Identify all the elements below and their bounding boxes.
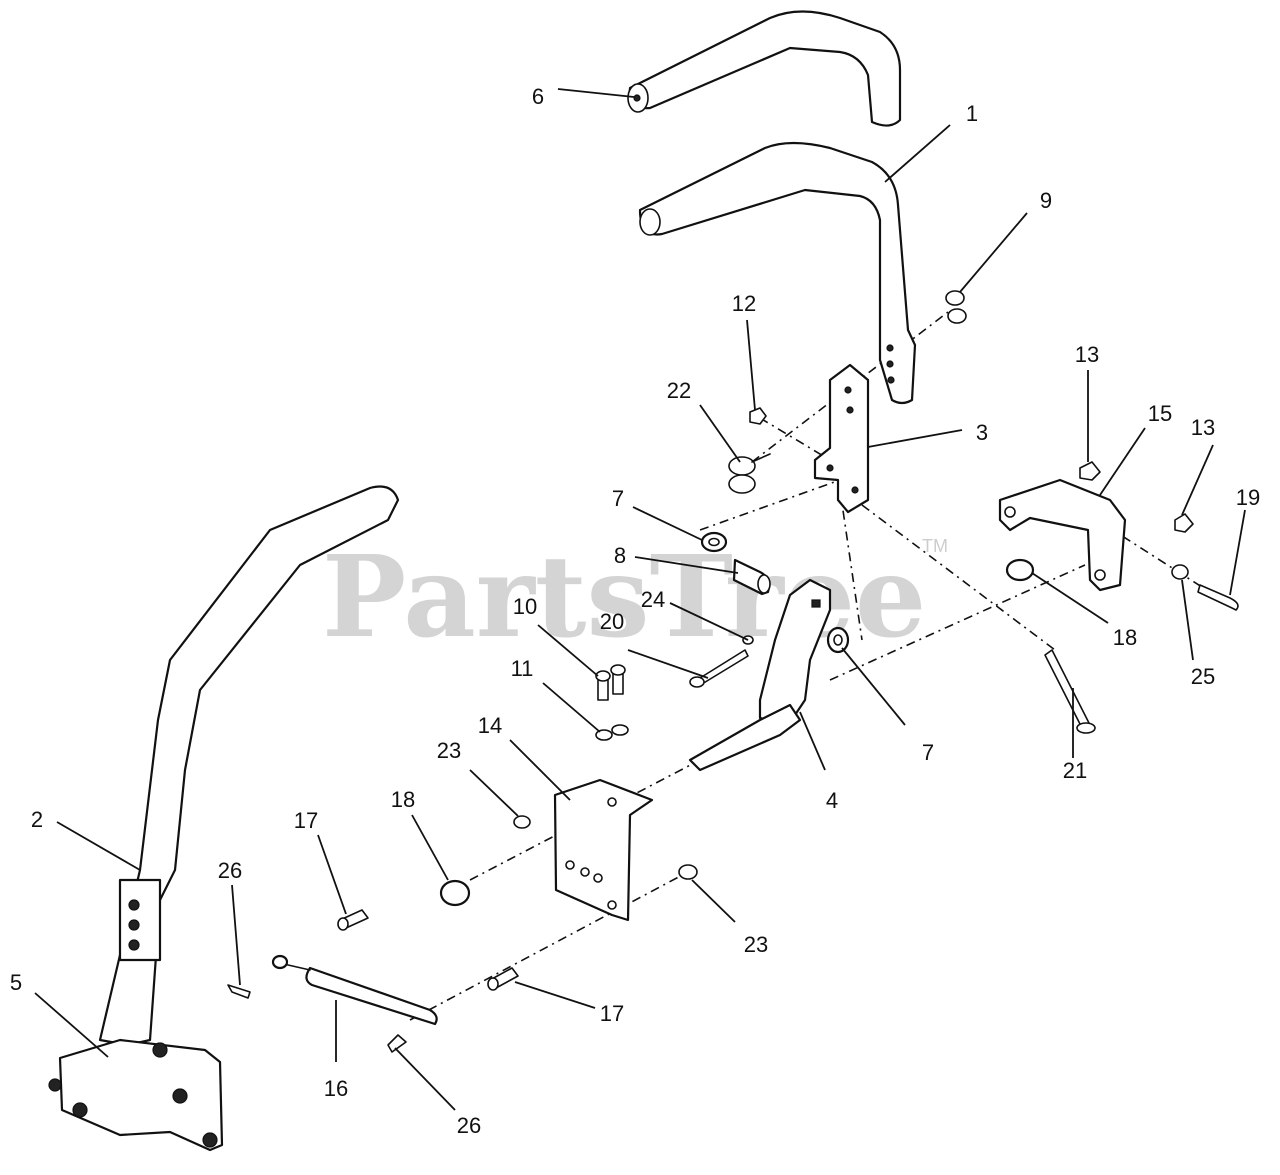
lever-mount-bracket-part [813, 363, 870, 514]
pivot-arm-part [688, 578, 832, 772]
small-nut-part [749, 407, 767, 425]
lever-base-part [48, 1038, 224, 1152]
hex-nut-part [1171, 564, 1189, 580]
watermark: PartsTree TM [322, 532, 948, 663]
cap-screw-part [1197, 584, 1239, 611]
callout-label-c17b: 17 [600, 1001, 624, 1026]
callout-label-c8: 8 [614, 543, 626, 568]
callout-label-c18a: 18 [1113, 625, 1137, 650]
callout-label-c1: 1 [966, 101, 978, 126]
callout-label-c15: 15 [1148, 401, 1172, 426]
bolt-pair-part [595, 664, 626, 701]
callout-label-c9: 9 [1040, 188, 1052, 213]
washer-pair-part [595, 724, 629, 741]
bushing-part [439, 558, 1035, 907]
callout-label-c13a: 13 [1075, 342, 1099, 367]
callout-label-c17a: 17 [294, 808, 318, 833]
callout-label-c18b: 18 [391, 787, 415, 812]
hex-bolt-part [689, 649, 749, 688]
callout-label-c11: 11 [511, 656, 534, 681]
upper-lever-part [638, 141, 917, 405]
callout-label-c12: 12 [732, 291, 756, 316]
callout-label-c20: 20 [600, 609, 624, 634]
callout-label-c23a: 23 [437, 738, 461, 763]
callout-label-c26a: 26 [218, 858, 242, 883]
callout-label-c2: 2 [31, 807, 43, 832]
callout-label-c25: 25 [1191, 664, 1215, 689]
callout-label-c6: 6 [532, 84, 544, 109]
callout-label-c7b: 7 [922, 740, 934, 765]
long-bolt-part [1044, 649, 1096, 734]
callout-label-c13b: 13 [1191, 415, 1215, 440]
callout-label-c24: 24 [641, 587, 665, 612]
left-bracket-plate-part [553, 778, 654, 922]
right-bracket-part [998, 478, 1127, 592]
ball-stud-part [337, 909, 519, 991]
spacer-part [732, 558, 771, 596]
carriage-bolt-part [1079, 461, 1194, 533]
callout-label-c14: 14 [478, 713, 502, 738]
callout-label-c26b: 26 [457, 1113, 481, 1138]
callout-label-c7a: 7 [612, 486, 624, 511]
callout-label-c23b: 23 [744, 932, 768, 957]
callout-label-c21: 21 [1063, 758, 1087, 783]
bolt-head-part [728, 453, 771, 494]
watermark-trademark: TM [922, 536, 948, 556]
callout-numbers: 6191222313151319782410201118257211423418… [10, 84, 1260, 1138]
handle-grip-part [627, 10, 902, 127]
callout-label-c3: 3 [976, 420, 988, 445]
callout-label-c19: 19 [1236, 485, 1260, 510]
callout-label-c4: 4 [826, 788, 838, 813]
left-lever-part [98, 485, 400, 1047]
hair-pin-clip-part [227, 984, 407, 1053]
flange-nut-part [513, 815, 698, 880]
lock-nut-part [945, 290, 967, 324]
leader-lines [34, 88, 1246, 1111]
callout-label-c16: 16 [324, 1076, 348, 1101]
flat-washer-part [700, 531, 850, 654]
gas-spring-part [271, 954, 438, 1026]
callout-label-c10: 10 [513, 594, 537, 619]
callout-label-c5: 5 [10, 970, 22, 995]
callout-label-c22: 22 [667, 378, 691, 403]
